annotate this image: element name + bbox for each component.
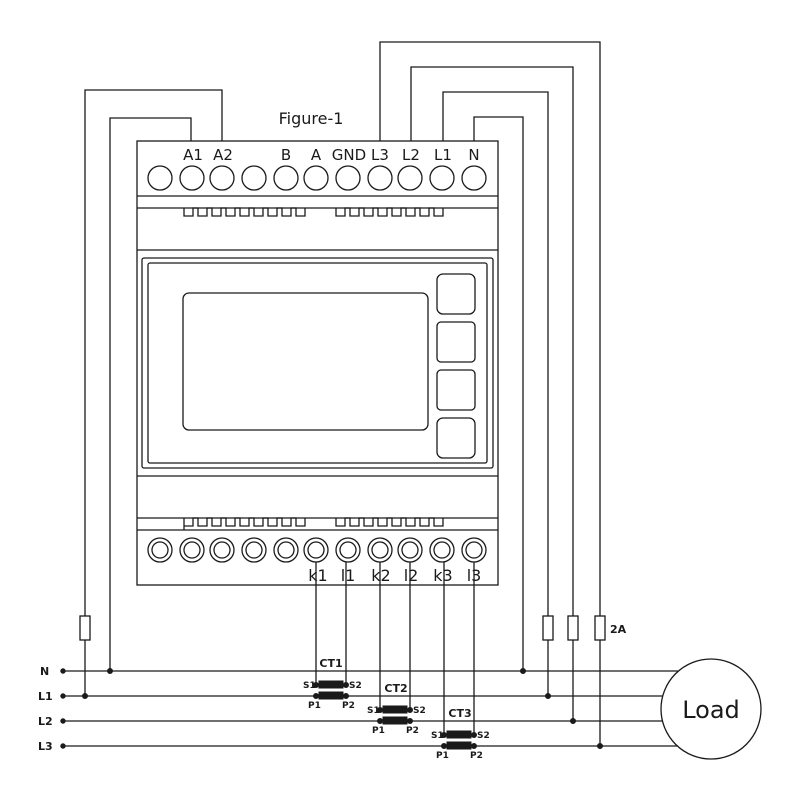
current-transformer-ct3 bbox=[441, 730, 477, 750]
line-label-l3: L3 bbox=[38, 740, 53, 753]
top-terminal-screws bbox=[147, 165, 487, 191]
terminal-label-l2-ct: l2 bbox=[404, 566, 419, 585]
ct1-p1-label: P1 bbox=[308, 701, 321, 711]
line-label-n: N bbox=[40, 665, 49, 678]
terminal-label-l1: L1 bbox=[434, 146, 452, 164]
load-circle bbox=[660, 658, 762, 760]
fuse-l3 bbox=[594, 615, 606, 641]
terminal-label-l1-ct: l1 bbox=[341, 566, 356, 585]
load-label: Load bbox=[682, 696, 740, 724]
ct3-s1-label: S1 bbox=[431, 731, 444, 741]
terminal-label-gnd: GND bbox=[332, 146, 366, 164]
main-lines bbox=[60, 668, 678, 749]
fuses bbox=[79, 615, 606, 641]
meter-button-4 bbox=[436, 417, 476, 459]
fuse-rating-label: 2A bbox=[610, 623, 627, 636]
terminal-label-k3: k3 bbox=[433, 566, 452, 585]
ct1-label: CT1 bbox=[319, 657, 342, 670]
terminal-label-k1: k1 bbox=[308, 566, 327, 585]
lcd-display bbox=[182, 292, 429, 431]
line-label-l2: L2 bbox=[38, 715, 53, 728]
line-label-l1: L1 bbox=[38, 690, 53, 703]
ct3-p1-label: P1 bbox=[436, 751, 449, 761]
ct2-label: CT2 bbox=[384, 682, 407, 695]
ct3-s2-label: S2 bbox=[477, 731, 490, 741]
ct-secondary-wiring bbox=[315, 562, 475, 735]
ct2-s2-label: S2 bbox=[413, 706, 426, 716]
ct2-p1-label: P1 bbox=[372, 726, 385, 736]
meter-button-1 bbox=[436, 273, 476, 315]
ct1-s2-label: S2 bbox=[349, 681, 362, 691]
fuse-l2 bbox=[567, 615, 579, 641]
fuse-l1 bbox=[542, 615, 554, 641]
terminal-label-a1: A1 bbox=[183, 146, 203, 164]
terminal-label-a: A bbox=[311, 146, 322, 164]
bottom-terminal-screws bbox=[147, 537, 487, 563]
ct1-p2-label: P2 bbox=[342, 701, 355, 711]
current-transformer-ct1 bbox=[313, 680, 349, 700]
fuse-aux bbox=[79, 615, 91, 641]
meter-button-2 bbox=[436, 321, 476, 363]
terminal-label-b: B bbox=[281, 146, 291, 164]
ct2-p2-label: P2 bbox=[406, 726, 419, 736]
terminal-label-l3: L3 bbox=[371, 146, 389, 164]
meter-button-3 bbox=[436, 369, 476, 411]
ct3-label: CT3 bbox=[448, 707, 471, 720]
terminal-label-k2: k2 bbox=[371, 566, 390, 585]
ct3-p2-label: P2 bbox=[470, 751, 483, 761]
meter-body bbox=[136, 140, 499, 586]
current-transformer-ct2 bbox=[377, 705, 413, 725]
ct2-s1-label: S1 bbox=[367, 706, 380, 716]
terminal-label-a2: A2 bbox=[213, 146, 233, 164]
ct1-s1-label: S1 bbox=[303, 681, 316, 691]
figure-title: Figure-1 bbox=[279, 109, 344, 128]
terminal-label-l2: L2 bbox=[402, 146, 420, 164]
supply-wiring bbox=[84, 41, 601, 746]
terminal-label-n: N bbox=[468, 146, 479, 164]
